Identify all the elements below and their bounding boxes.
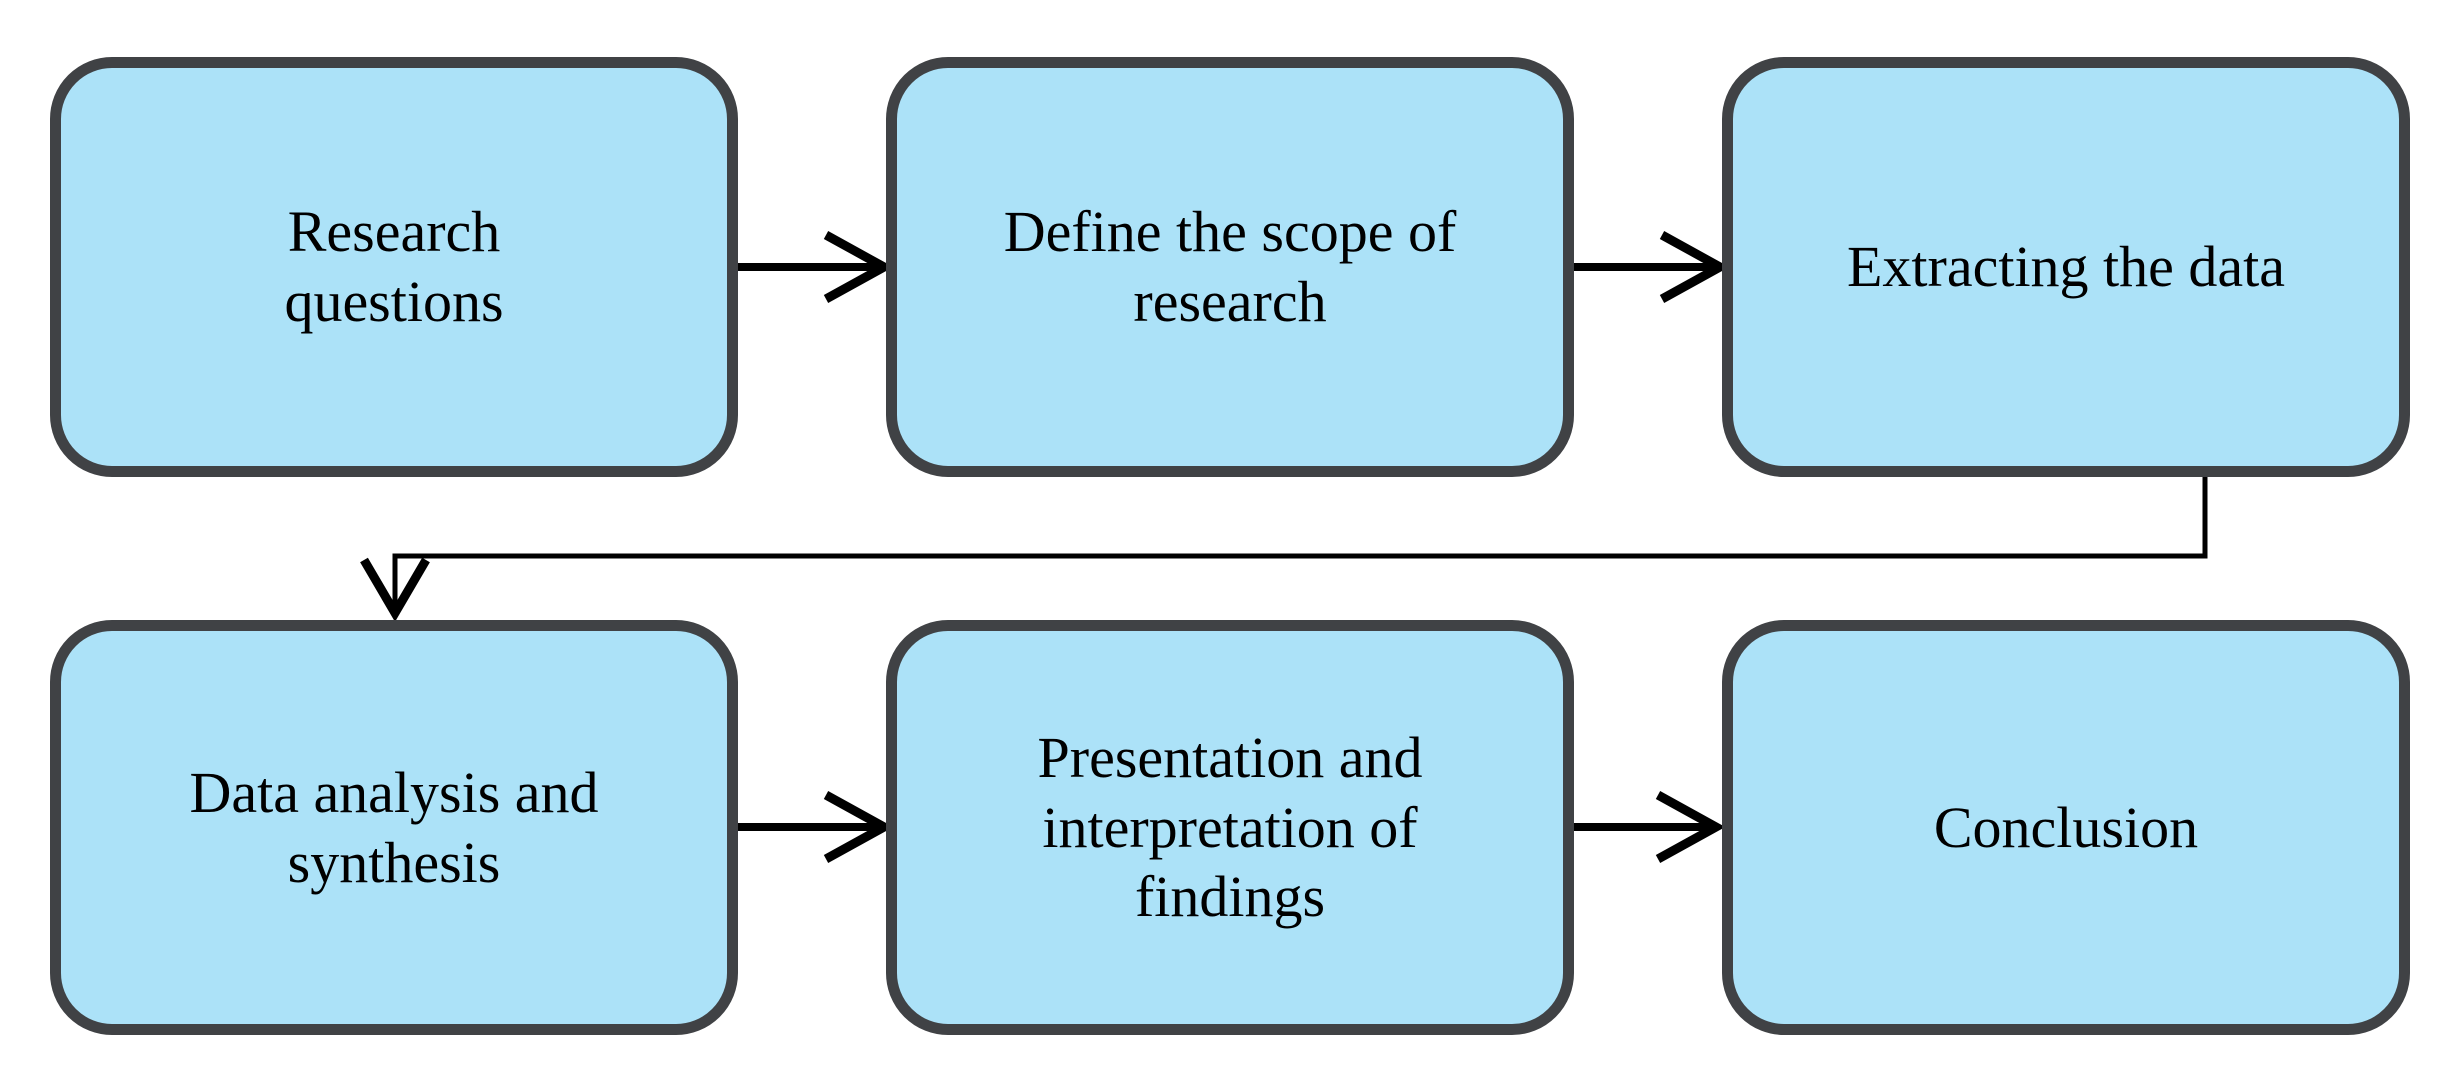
flow-step-label: Research questions (284, 199, 504, 334)
down-chevron-arrowhead-icon (360, 557, 430, 622)
elbow-line (392, 474, 2208, 610)
flow-step-label: Data analysis and synthesis (189, 759, 599, 895)
connector-step3-step4 (360, 474, 2208, 622)
arrow-step2-step3 (1574, 231, 1730, 303)
flow-step-data-analysis: Data analysis and synthesis (50, 620, 738, 1035)
arrow-step4-step5 (738, 791, 894, 863)
flow-step-research-questions: Research questions (50, 57, 738, 477)
arrow-step5-step6 (1574, 791, 1726, 863)
flow-step-extracting-data: Extracting the data (1722, 57, 2410, 477)
right-chevron-arrowhead-icon (823, 231, 894, 303)
flow-step-label: Presentation and interpretation of findi… (1037, 725, 1423, 930)
right-chevron-arrowhead-icon (1659, 231, 1730, 303)
right-chevron-arrowhead-icon (1655, 791, 1726, 863)
right-chevron-arrowhead-icon (823, 791, 894, 863)
flow-step-define-scope: Define the scope of research (886, 57, 1574, 477)
flow-step-presentation-interpretation: Presentation and interpretation of findi… (886, 620, 1574, 1035)
flow-step-label: Conclusion (1933, 794, 2199, 860)
arrow-step1-step2 (738, 231, 894, 303)
flow-step-conclusion: Conclusion (1722, 620, 2410, 1035)
flow-step-label: Define the scope of research (1003, 199, 1457, 334)
flow-step-label: Extracting the data (1846, 234, 2286, 300)
